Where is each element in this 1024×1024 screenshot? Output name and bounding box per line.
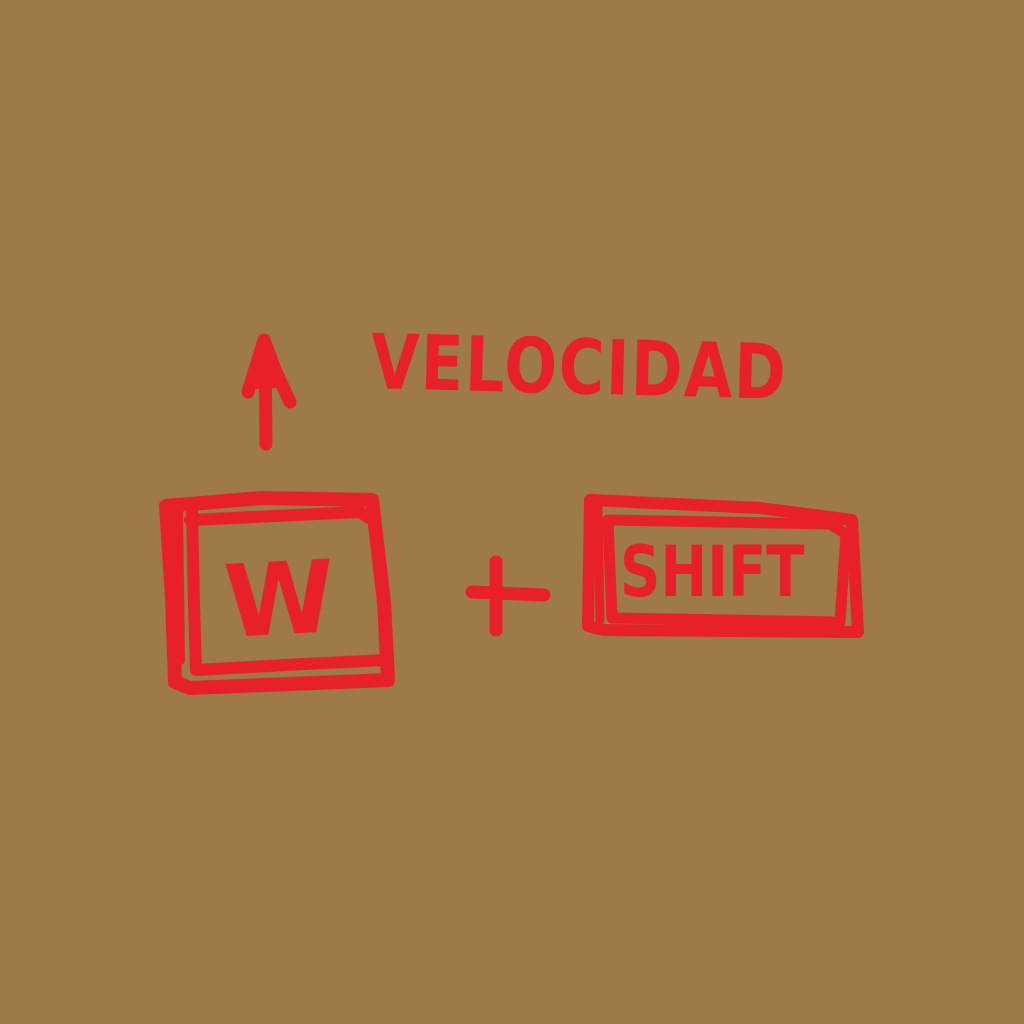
plus-sign (465, 555, 551, 637)
shift-key-outline (582, 494, 864, 638)
w-key-label: W (221, 538, 338, 661)
speed-label: VELOCIDAD (369, 317, 789, 417)
shift-key-label: SHIFT (620, 531, 805, 613)
up-arrow-icon (241, 333, 297, 451)
w-key-outline (159, 491, 395, 695)
